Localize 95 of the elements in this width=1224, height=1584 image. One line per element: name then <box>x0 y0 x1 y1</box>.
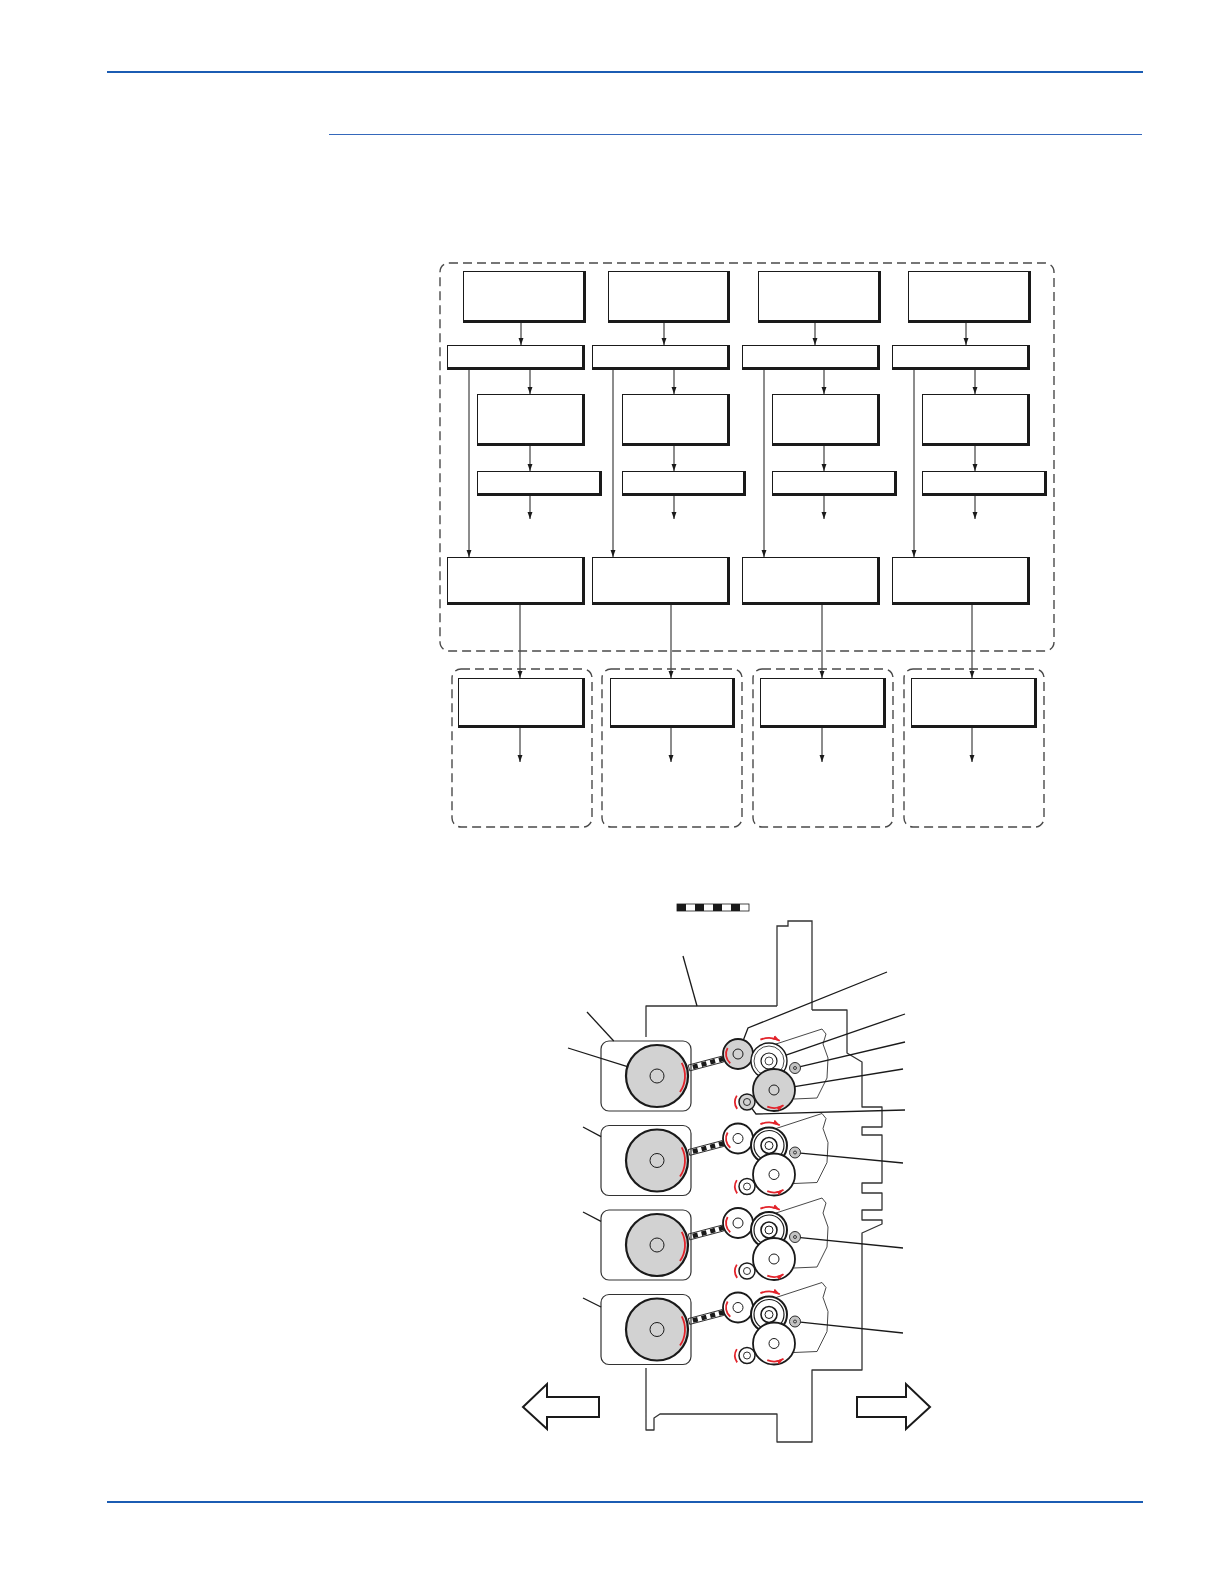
arrow <box>517 604 523 679</box>
process-box <box>622 471 746 496</box>
process-box <box>608 271 730 323</box>
leader-line <box>799 1041 906 1068</box>
dashed-group <box>439 262 1055 652</box>
shaft-hub <box>789 1146 801 1159</box>
arrow <box>812 322 818 346</box>
arrow <box>671 369 677 395</box>
process-box <box>892 345 1030 370</box>
leader-line <box>582 1211 602 1223</box>
arrow <box>963 322 969 346</box>
process-box <box>911 678 1037 728</box>
gear <box>752 1321 796 1366</box>
arrow <box>668 604 674 679</box>
gear <box>752 1068 796 1112</box>
process-box <box>908 271 1031 323</box>
leader-line <box>582 1297 602 1308</box>
process-box <box>892 557 1030 605</box>
process-box <box>742 345 880 370</box>
arrow <box>821 369 827 395</box>
arrow <box>610 369 616 558</box>
gear <box>738 1093 756 1111</box>
process-box <box>922 394 1030 446</box>
gear <box>738 1346 756 1365</box>
arrow <box>527 369 533 395</box>
process-box <box>758 271 881 323</box>
process-box <box>622 394 730 446</box>
leader-line <box>794 1068 904 1088</box>
process-box <box>922 471 1047 496</box>
arrow <box>972 445 978 472</box>
shaft-hub <box>789 1062 801 1074</box>
arrow <box>819 604 825 679</box>
arrow <box>911 369 917 558</box>
dashed-group <box>752 668 894 828</box>
leader-line <box>582 1126 602 1138</box>
dashed-group <box>903 668 1045 828</box>
leader-line <box>785 1013 906 1056</box>
leader-line <box>742 971 888 1041</box>
process-box <box>592 557 730 605</box>
arrow <box>972 495 978 520</box>
gear <box>738 1262 756 1280</box>
process-box <box>610 678 735 728</box>
process-box <box>463 271 586 323</box>
cartridge-outline <box>600 1124 692 1197</box>
gear <box>752 1152 796 1197</box>
arrow <box>821 445 827 472</box>
drum-roller <box>624 1212 690 1278</box>
arrow <box>668 727 674 763</box>
arrow <box>761 369 767 558</box>
shaft-hub <box>789 1231 801 1243</box>
gear <box>722 1122 754 1155</box>
cartridge-outline <box>600 1209 692 1281</box>
drum-roller <box>624 1128 690 1193</box>
cartridge-outline <box>600 1293 692 1366</box>
arrow <box>671 495 677 520</box>
process-box <box>760 678 886 728</box>
leader-line <box>567 1047 629 1068</box>
arrow <box>527 495 533 520</box>
arrow <box>517 727 523 763</box>
arrow <box>969 604 975 679</box>
leader-line <box>799 1152 904 1164</box>
process-box <box>477 471 602 496</box>
drum-roller <box>624 1043 690 1109</box>
process-box <box>772 394 880 446</box>
dashed-group <box>451 668 593 828</box>
gear <box>722 1207 754 1239</box>
process-box <box>447 557 585 605</box>
arrow <box>972 369 978 395</box>
leader-line <box>751 1107 906 1115</box>
gear <box>752 1237 796 1281</box>
leader-line <box>799 1321 904 1334</box>
process-box <box>592 345 730 370</box>
cartridge-outline <box>600 1040 692 1112</box>
gear <box>738 1177 756 1196</box>
arrow <box>527 445 533 472</box>
arrow <box>518 322 524 346</box>
process-box <box>447 345 585 370</box>
arrow <box>671 445 677 472</box>
arrow <box>969 727 975 763</box>
arrow <box>661 322 667 346</box>
gear <box>722 1291 754 1324</box>
dashed-group <box>601 668 743 828</box>
leader-line <box>799 1236 904 1249</box>
leader-line <box>682 955 698 1007</box>
leader-line <box>586 1011 615 1042</box>
process-box <box>742 557 880 605</box>
gear <box>722 1038 754 1070</box>
process-box <box>458 678 585 728</box>
drum-roller <box>624 1297 690 1362</box>
arrow <box>821 495 827 520</box>
process-box <box>477 394 585 446</box>
shaft-hub <box>789 1315 801 1328</box>
process-box <box>772 471 897 496</box>
arrow <box>466 369 472 558</box>
arrow <box>819 727 825 763</box>
